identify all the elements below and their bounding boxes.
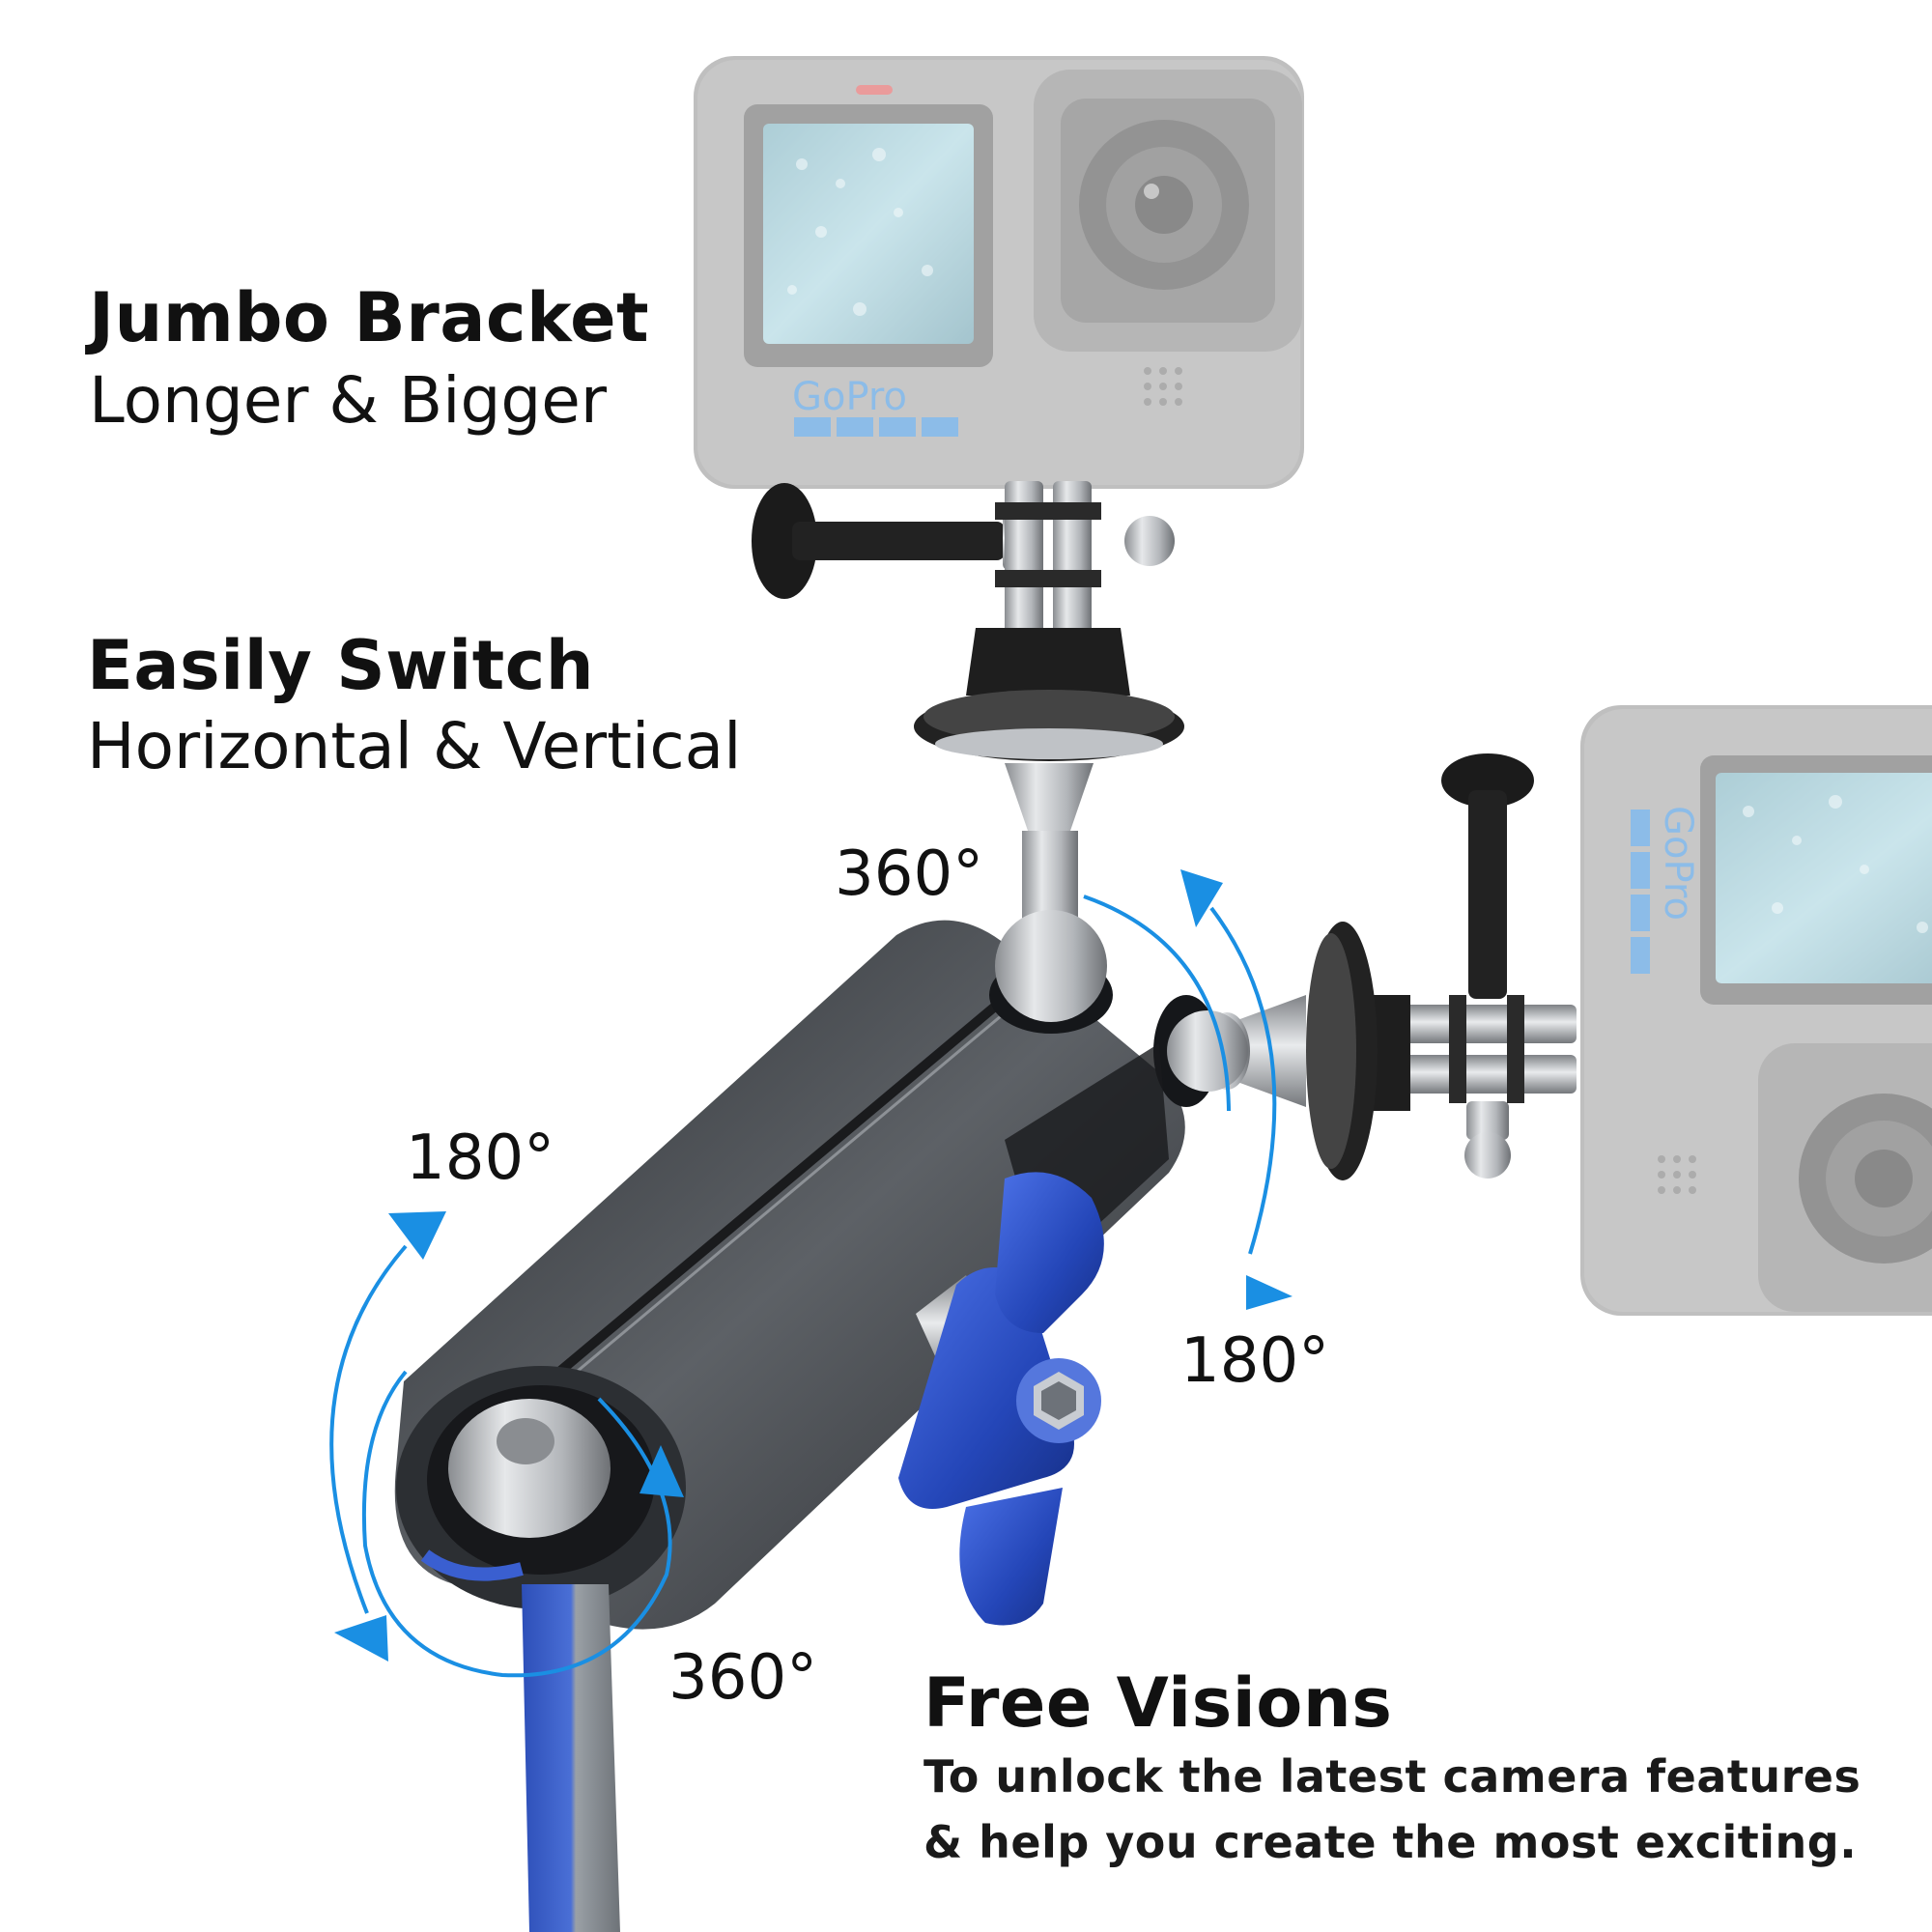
side-mount-adapter — [1204, 753, 1577, 1180]
arrowhead-tilt-bottom — [334, 1615, 388, 1662]
clamp-spin-arc — [361, 1370, 672, 1678]
easily-switch-title: Easily Switch — [87, 626, 595, 705]
top-mount-adapter — [752, 481, 1184, 995]
easily-switch-subtitle: Horizontal & Vertical — [87, 709, 742, 783]
jumbo-bracket-title: Jumbo Bracket — [89, 278, 650, 357]
top-camera: GoPro — [694, 56, 1304, 489]
clamp-tilt-rotation-label: 180° — [406, 1122, 555, 1194]
side-camera-logo: GoPro — [1656, 806, 1700, 921]
side-ball-rotation-label: 180° — [1180, 1325, 1330, 1397]
top-camera-logo: GoPro — [792, 375, 907, 419]
side-camera: GoPro — [1580, 705, 1932, 1316]
top-ball-rotation-arc — [1083, 895, 1231, 1112]
top-ball-rotation-label: 360° — [835, 838, 984, 910]
rotation-arrows — [329, 895, 1277, 1678]
arrow-heads — [334, 869, 1293, 1662]
free-visions-line-1: To unlock the latest camera features — [923, 1750, 1861, 1803]
arrowhead-spin — [639, 1445, 684, 1497]
arrowhead-tilt-top — [388, 1211, 446, 1260]
arrowhead-side-top — [1180, 869, 1223, 927]
locking-knob — [898, 1172, 1104, 1626]
clamp-spin-rotation-label: 360° — [668, 1642, 818, 1714]
arrowhead-side-bottom — [1246, 1275, 1293, 1310]
side-ball-rotation-arc — [1209, 906, 1277, 1255]
free-visions-line-2: & help you create the most exciting. — [923, 1816, 1858, 1868]
flexible-rod — [522, 1584, 620, 1932]
clamp-tilt-arc — [329, 1244, 408, 1614]
free-visions-title: Free Visions — [923, 1663, 1393, 1743]
jumbo-bracket-subtitle: Longer & Bigger — [89, 363, 608, 438]
clamp-body — [394, 910, 1248, 1630]
